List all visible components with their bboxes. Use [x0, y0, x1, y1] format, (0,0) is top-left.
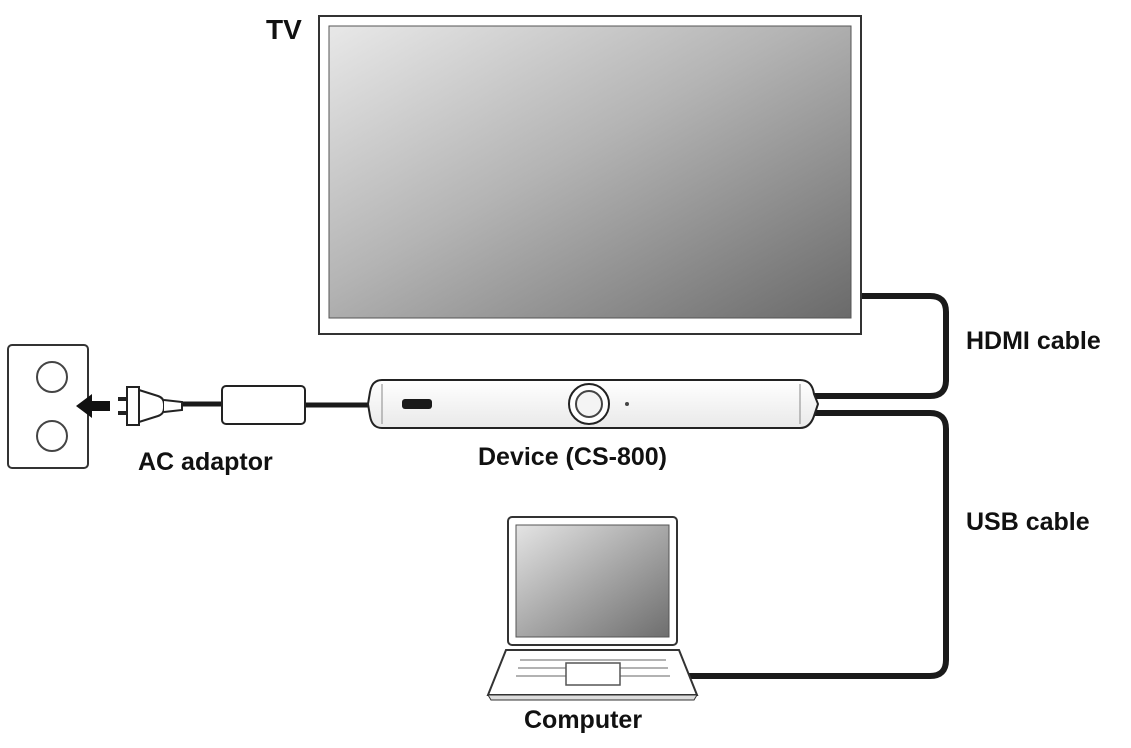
- usb-cable-label: USB cable: [966, 508, 1090, 536]
- computer-label: Computer: [524, 706, 643, 734]
- status-led: [625, 402, 629, 406]
- hdmi-cable: [812, 293, 949, 399]
- hdmi-cable-label: HDMI cable: [966, 327, 1101, 355]
- wall-outlet-icon: [7, 344, 89, 469]
- arrow-left-icon: [76, 394, 110, 418]
- ac-adaptor-icon: [221, 385, 306, 425]
- tv-icon: [318, 15, 862, 335]
- camera-lens-icon: [568, 383, 610, 425]
- laptop-icon: [486, 516, 699, 701]
- device-logo-badge: [402, 399, 432, 409]
- device-bar-icon: [366, 379, 820, 429]
- plug-icon: [118, 386, 183, 426]
- usb-cable: [684, 410, 949, 679]
- tv-label: TV: [266, 14, 302, 45]
- device-label: Device (CS-800): [478, 443, 667, 471]
- ac-adaptor-label: AC adaptor: [138, 448, 273, 476]
- power-cable: [180, 401, 374, 408]
